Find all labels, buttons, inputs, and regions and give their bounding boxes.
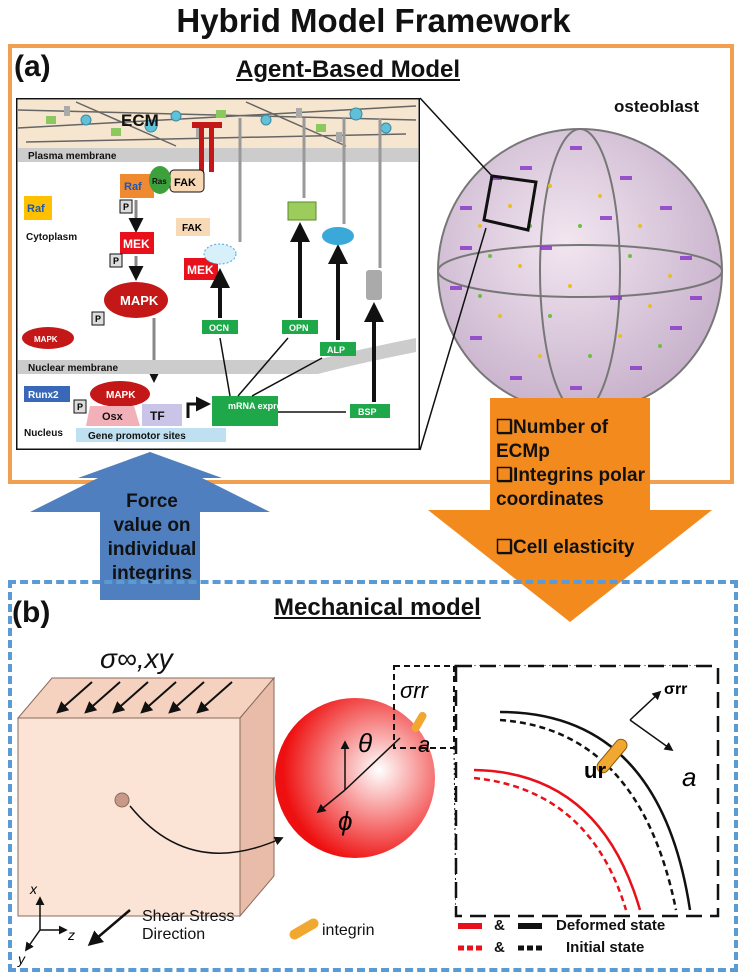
panel-b-letter: (b) xyxy=(12,596,51,629)
svg-text:y: y xyxy=(17,951,26,967)
svg-text:Gene promotor sites: Gene promotor sites xyxy=(88,431,186,442)
svg-text:FAK: FAK xyxy=(182,223,203,234)
ecm-label: ECM xyxy=(121,111,159,130)
svg-text:OPN: OPN xyxy=(289,323,309,333)
svg-text:Ras: Ras xyxy=(152,177,167,186)
svg-text:ϕ: ϕ xyxy=(338,806,352,836)
svg-text:MEK: MEK xyxy=(123,237,150,251)
panel-a-frame xyxy=(8,44,734,484)
svg-text:mRNA expression: mRNA expression xyxy=(228,401,305,411)
osteoblast-label: osteoblast xyxy=(614,97,699,116)
svg-text:MAPK: MAPK xyxy=(120,293,159,308)
cell-elasticity-item: ❑Cell elasticity xyxy=(496,537,635,558)
initial-state-label: Initial state xyxy=(566,939,645,956)
integrin-legend: integrin xyxy=(322,922,375,939)
svg-text:z: z xyxy=(67,927,75,943)
panel-b-frame xyxy=(8,580,738,972)
svg-text:ur: ur xyxy=(584,758,606,783)
svg-text:x: x xyxy=(29,881,38,897)
panel-b-title: Mechanical model xyxy=(274,594,481,621)
svg-text:P: P xyxy=(123,202,129,212)
svg-text:σrr: σrr xyxy=(664,681,687,698)
force-value-text: Force value on individual integrins xyxy=(107,491,197,584)
svg-text:σrr: σrr xyxy=(400,678,430,703)
figure-title: Hybrid Model Framework xyxy=(176,2,571,39)
plasma-membrane-label: Plasma membrane xyxy=(28,151,117,162)
svg-text:BSP: BSP xyxy=(358,407,377,417)
svg-text:Raf: Raf xyxy=(124,181,142,193)
svg-text:TF: TF xyxy=(150,409,165,423)
svg-text:P: P xyxy=(77,402,83,412)
svg-text:Runx2: Runx2 xyxy=(28,390,59,401)
svg-text:a: a xyxy=(682,762,696,792)
svg-text:P: P xyxy=(95,314,101,324)
svg-text:OCN: OCN xyxy=(209,323,229,333)
svg-text:Osx: Osx xyxy=(102,411,124,423)
legend-amp-2: & xyxy=(494,939,505,956)
svg-text:MAPK: MAPK xyxy=(106,390,136,401)
svg-text:MEK: MEK xyxy=(187,263,214,277)
panel-a-letter: (a) xyxy=(14,50,51,83)
shear-stress-legend: Shear Stress Direction xyxy=(142,908,235,943)
signaling-pathway-diagram: ECM Plasma membrane FAK Raf Ras P Raf Cy… xyxy=(16,98,420,450)
svg-text:σ∞,xy: σ∞,xy xyxy=(100,643,175,674)
legend-amp-1: & xyxy=(494,917,505,934)
deformed-state-label: Deformed state xyxy=(556,917,666,934)
svg-text:Cytoplasm: Cytoplasm xyxy=(26,232,77,243)
svg-text:Nuclear membrane: Nuclear membrane xyxy=(28,363,118,374)
integrin-coordinates-item: ❑Integrins polar coordinates xyxy=(496,465,646,510)
svg-text:ALP: ALP xyxy=(327,345,345,355)
svg-text:MAPK: MAPK xyxy=(34,335,58,344)
ecm-count-item: ❑Number of ECMp xyxy=(496,417,609,462)
svg-text:FAK: FAK xyxy=(174,177,196,189)
panel-a-title: Agent-Based Model xyxy=(236,56,461,83)
svg-text:θ: θ xyxy=(358,728,372,758)
svg-text:P: P xyxy=(113,256,119,266)
svg-text:Raf: Raf xyxy=(27,203,45,215)
svg-text:a: a xyxy=(418,732,430,757)
svg-text:Nucleus: Nucleus xyxy=(24,428,63,439)
